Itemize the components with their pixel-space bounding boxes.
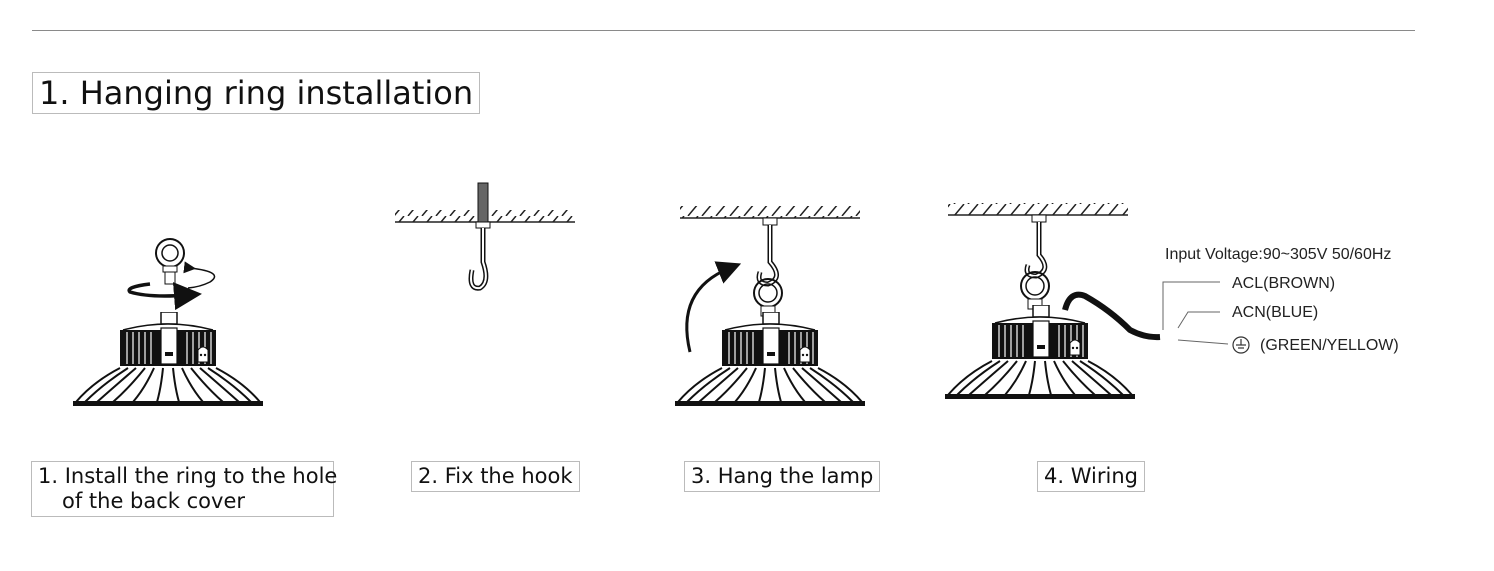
step2-caption: 2. Fix the hook bbox=[411, 461, 580, 492]
input-voltage-label: Input Voltage:90~305V 50/60Hz bbox=[1165, 246, 1391, 263]
step1-caption: 1. Install the ring to the hole of the b… bbox=[31, 461, 338, 517]
step4-illustration: Input Voltage:90~305V 50/60Hz ACL(BROWN)… bbox=[945, 203, 1399, 400]
neutral-wire-label: ACN(BLUE) bbox=[1232, 304, 1318, 321]
step2-illustration bbox=[395, 182, 575, 291]
ground-icon bbox=[1232, 336, 1250, 354]
step3-caption: 3. Hang the lamp bbox=[684, 461, 881, 492]
ground-wire-label: (GREEN/YELLOW) bbox=[1260, 337, 1399, 354]
step3-illustration bbox=[675, 206, 865, 407]
step4-caption: 4. Wiring bbox=[1037, 461, 1145, 492]
top-divider bbox=[32, 30, 1415, 31]
live-wire-label: ACL(BROWN) bbox=[1232, 275, 1335, 292]
step1-caption-line1: 1. Install the ring to the hole bbox=[38, 464, 338, 488]
step1-illustration bbox=[73, 238, 263, 407]
section-title: 1. Hanging ring installation bbox=[32, 72, 481, 114]
step1-caption-line2: of the back cover bbox=[62, 489, 246, 513]
